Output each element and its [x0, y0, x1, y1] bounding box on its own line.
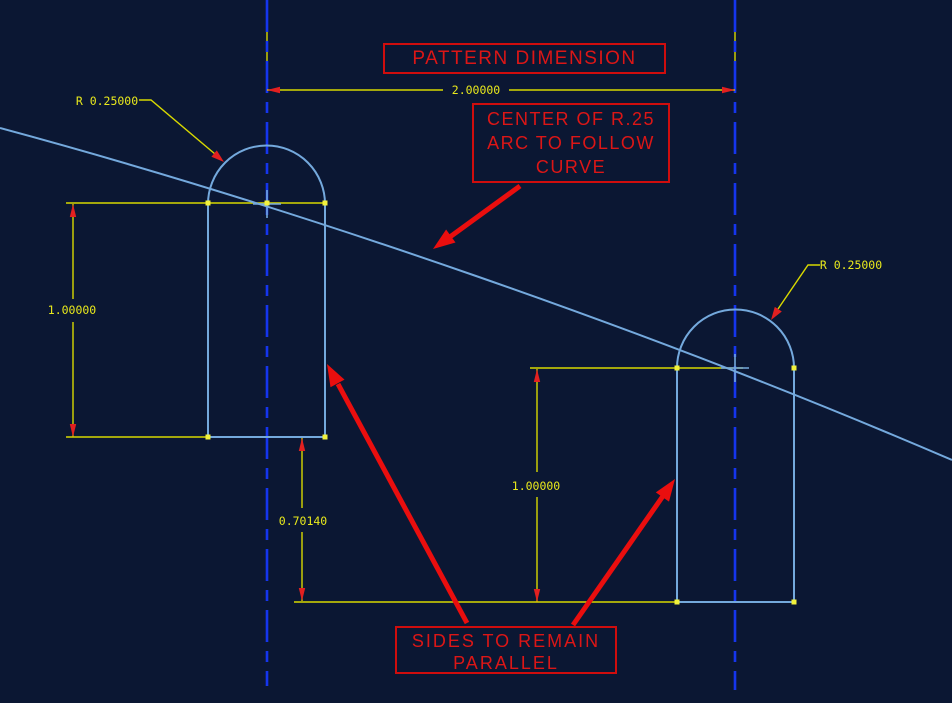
arrowhead-offset-bottom [298, 588, 306, 601]
arrowhead-left-height-bottom [69, 424, 77, 437]
dimension-arrowheads [69, 86, 782, 602]
annotation-arrows [327, 183, 675, 627]
dimension-lines [72, 89, 820, 602]
extension-lines [66, 12, 743, 603]
annotation-arrowhead-left-side [327, 364, 345, 388]
grip-points [205, 200, 797, 605]
arrowhead-right-radius-leader [771, 306, 782, 320]
annotation-arrowhead-curve [433, 229, 456, 249]
grip-point[interactable] [791, 365, 797, 371]
annotation-arrowhead-right-side [655, 479, 675, 502]
dim-text-left-radius: R 0.25000 [76, 94, 138, 108]
dimension-texts: 2.00000 1.00000 1.00000 0.70140 R 0.2500… [48, 83, 882, 528]
annotation-arrow-left-side [335, 382, 470, 625]
note-pattern-dimension: PATTERN DIMENSION [383, 43, 666, 74]
grip-point[interactable] [674, 599, 680, 605]
right-arc-center-mark [721, 354, 749, 382]
grip-point[interactable] [322, 434, 328, 440]
arrowhead-left-height-top [69, 204, 77, 217]
dim-text-left-height: 1.00000 [48, 303, 97, 317]
arrowhead-pattern-left [267, 86, 280, 94]
grip-point[interactable] [205, 434, 211, 440]
arrowhead-pattern-right [722, 86, 735, 94]
arrowhead-offset-top [298, 438, 306, 451]
leader-line-right-radius[interactable] [777, 264, 820, 310]
dim-text-vertical-offset: 0.70140 [279, 514, 328, 528]
spline-curve[interactable] [0, 127, 952, 461]
note-center-of-arc: CENTER OF R.25 ARC TO FOLLOW CURVE [472, 103, 670, 183]
grip-point[interactable] [791, 599, 797, 605]
left-slot-outline[interactable] [207, 144, 326, 438]
arrowhead-left-radius-leader [211, 150, 224, 162]
part-geometry [0, 127, 952, 603]
right-slot-outline[interactable] [676, 308, 795, 603]
annotation-arrow-right-side [570, 494, 666, 627]
leader-line-left-radius[interactable] [139, 99, 216, 155]
note-sides-parallel: SIDES TO REMAIN PARALLEL [395, 626, 617, 674]
dim-text-right-radius: R 0.25000 [820, 258, 882, 272]
grip-point[interactable] [674, 365, 680, 371]
grip-point[interactable] [205, 200, 211, 206]
dim-text-pattern-width: 2.00000 [452, 83, 501, 97]
grip-point[interactable] [264, 200, 270, 206]
arrowhead-right-height-bottom [533, 589, 541, 602]
annotation-arrow-curve [441, 183, 522, 245]
grip-point[interactable] [322, 200, 328, 206]
arrowhead-right-height-top [533, 369, 541, 382]
dim-text-right-height: 1.00000 [512, 479, 561, 493]
